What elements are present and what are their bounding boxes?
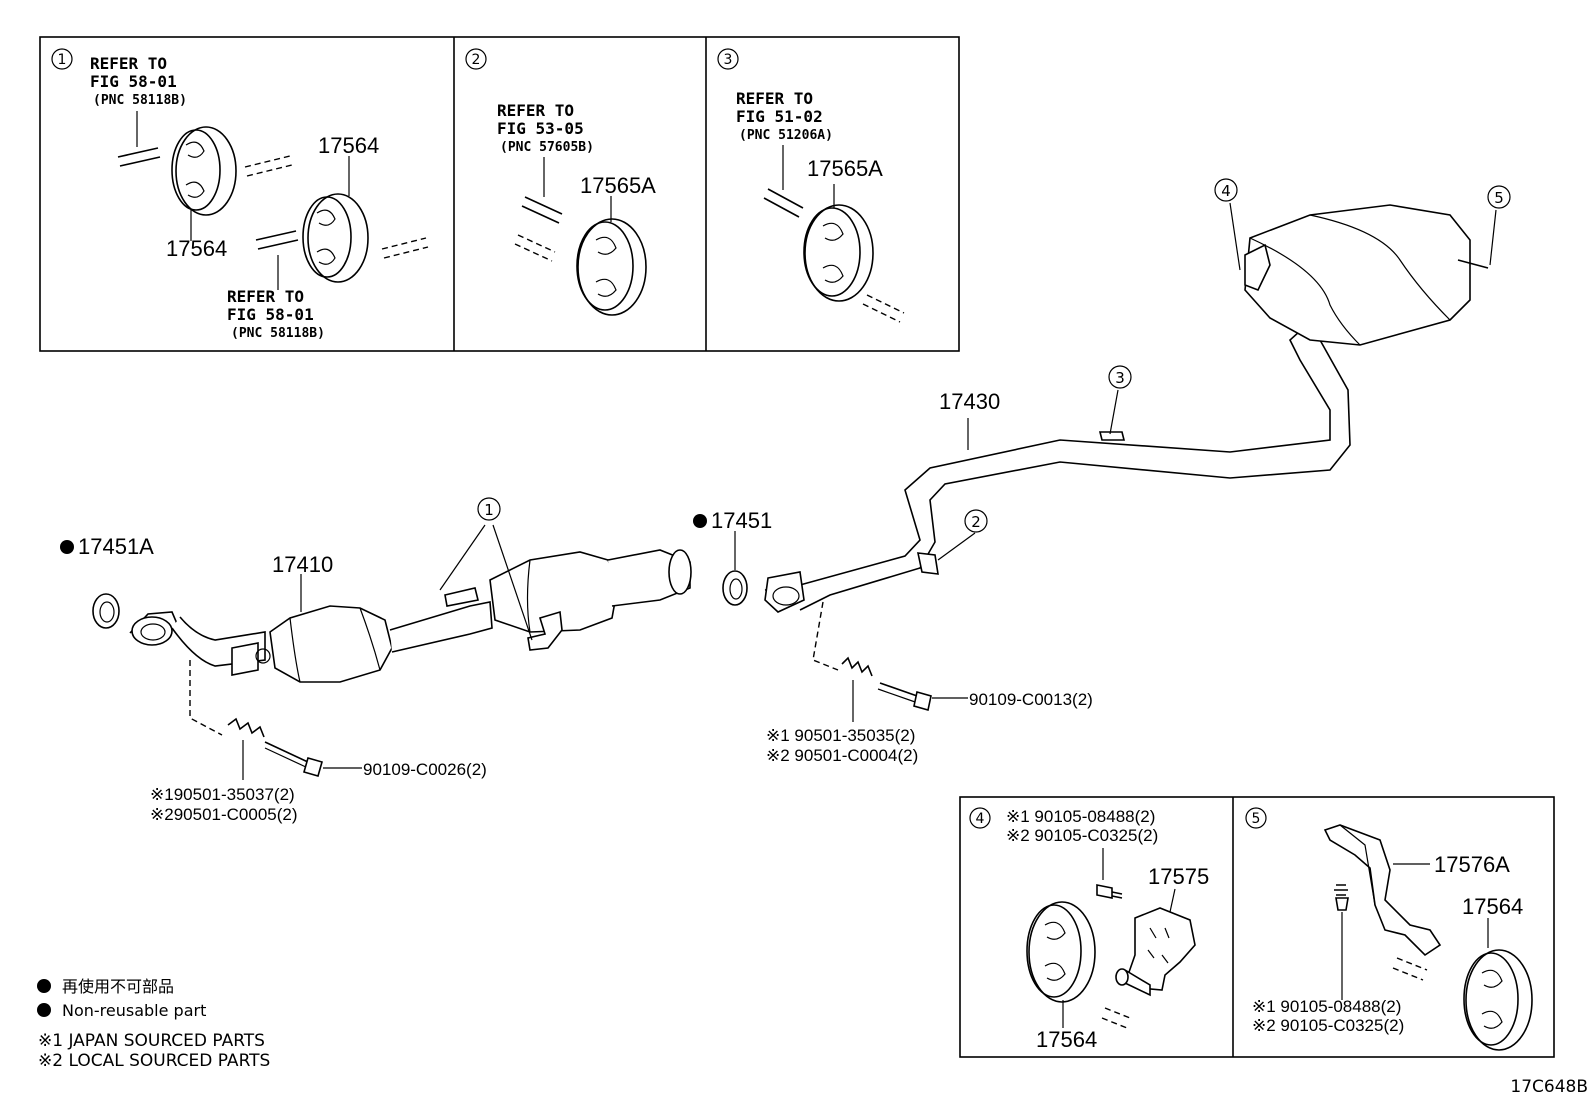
inset-5-part-bracket: 17576A	[1434, 852, 1510, 877]
inset-1-part-upper: 17564	[318, 133, 379, 158]
inset-2-refer-line3: (PNC 57605B)	[500, 140, 594, 155]
callout-2: 2	[971, 513, 981, 531]
inset-4-note-local: ※2 90105-C0325(2)	[1006, 826, 1158, 845]
bolt-front-label: 90109-C0026(2)	[363, 760, 487, 779]
spring-front-local: ※290501-C0005(2)	[150, 805, 298, 824]
inset-panel-bottom	[959, 796, 1555, 1058]
callout-1: 1	[484, 501, 494, 519]
tail-pipe	[764, 320, 1351, 613]
inset-1-refer-top-line3: (PNC 58118B)	[93, 93, 187, 108]
rubber-hanger-inset-4	[1026, 901, 1096, 1003]
rubber-hanger-lower	[302, 193, 369, 283]
inset-1-refer-bottom-line2: FIG 58-01	[227, 305, 314, 324]
gasket-rear-label: 17451	[711, 508, 772, 533]
spring-rear-local: ※2 90501-C0004(2)	[766, 746, 918, 765]
exhaust-bracket-17576A	[1323, 824, 1442, 957]
rubber-hanger-inset-5	[1463, 949, 1533, 1051]
inset-1: 1 REFER TO FIG 58-01 (PNC 58118B) 17564 …	[51, 48, 429, 341]
front-exhaust-pipe	[129, 549, 692, 683]
rear-compression-spring	[841, 656, 873, 677]
legend: 再使用不可部品 Non-reusable part ※1 JAPAN SOURC…	[37, 977, 270, 1071]
inset-1-part-lower: 17564	[166, 236, 227, 261]
inset-1-refer-bottom-line1: REFER TO	[227, 287, 304, 306]
spring-front-japan: ※190501-35037(2)	[150, 785, 295, 804]
diagram-code: 17C648B	[1510, 1077, 1588, 1097]
legend-japan-sourced: ※1 JAPAN SOURCED PARTS	[38, 1031, 265, 1051]
exhaust-bracket-17575	[1115, 907, 1196, 997]
legend-non-reusable-jp: 再使用不可部品	[62, 977, 174, 996]
rear-gasket	[722, 570, 748, 606]
inset-1-refer-top-line1: REFER TO	[90, 54, 167, 73]
inset-3-part: 17565A	[807, 156, 883, 181]
inset-5-marker: 5	[1252, 811, 1261, 827]
tail-pipe-label: 17430	[939, 389, 1000, 414]
inset-4-part-hanger: 17564	[1036, 1027, 1097, 1052]
inset-4-note-japan: ※1 90105-08488(2)	[1006, 807, 1155, 826]
inset-3-marker: 3	[724, 52, 733, 68]
front-gasket	[92, 593, 120, 629]
inset-3-refer-line2: FIG 51-02	[736, 107, 823, 126]
inset-2-refer-line2: FIG 53-05	[497, 119, 584, 138]
rubber-hanger-inset-2	[576, 218, 647, 316]
inset-panel-top	[39, 36, 960, 352]
inset-4-bolt	[1096, 884, 1123, 899]
inset-5-note-japan: ※1 90105-08488(2)	[1252, 997, 1401, 1016]
front-pipe-label: 17410	[272, 552, 333, 577]
inset-2-marker: 2	[472, 52, 481, 68]
front-compression-spring	[227, 717, 265, 738]
spring-rear-japan: ※1 90501-35035(2)	[766, 726, 915, 745]
inset-5-note-local: ※2 90105-C0325(2)	[1252, 1016, 1404, 1035]
legend-local-sourced: ※2 LOCAL SOURCED PARTS	[38, 1051, 270, 1071]
callout-5: 5	[1494, 189, 1504, 207]
gasket-front-label: 17451A	[78, 534, 154, 559]
callout-3: 3	[1115, 369, 1125, 387]
inset-5-bolt	[1334, 884, 1349, 911]
legend-non-reusable-en: Non-reusable part	[62, 1001, 206, 1020]
inset-3-refer-line1: REFER TO	[736, 89, 813, 108]
bolt-rear-label: 90109-C0013(2)	[969, 690, 1093, 709]
inset-5-part-hanger: 17564	[1462, 894, 1523, 919]
inset-3-refer-line3: (PNC 51206A)	[739, 128, 833, 143]
inset-1-refer-bottom-line3: (PNC 58118B)	[231, 326, 325, 341]
callout-4: 4	[1221, 182, 1231, 200]
rubber-hanger-inset-3	[803, 204, 874, 302]
inset-4-marker: 4	[976, 811, 985, 827]
inset-1-marker: 1	[58, 52, 67, 68]
rear-bolt	[877, 682, 932, 712]
inset-2-part: 17565A	[580, 173, 656, 198]
inset-5: 5 17576A 17564 ※1 90105-08488(2) ※2 9010…	[1245, 807, 1533, 1051]
inset-3: 3 REFER TO FIG 51-02 (PNC 51206A) 17565A	[717, 48, 905, 323]
inset-2: 2 REFER TO FIG 53-05 (PNC 57605B) 17565A	[465, 48, 656, 316]
inset-2-refer-line1: REFER TO	[497, 101, 574, 120]
inset-1-refer-top-line2: FIG 58-01	[90, 72, 177, 91]
rubber-hanger-upper	[171, 126, 237, 216]
muffler	[1244, 204, 1489, 346]
inset-4: 4 ※1 90105-08488(2) ※2 90105-C0325(2) 17…	[969, 807, 1209, 1052]
front-bolt	[264, 741, 323, 777]
inset-4-part-bracket: 17575	[1148, 864, 1209, 889]
